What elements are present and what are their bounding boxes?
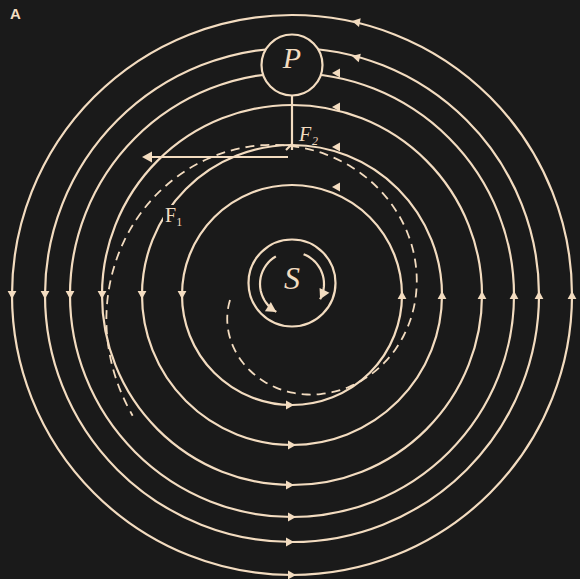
orbit-circle (102, 105, 482, 485)
arrow-head (178, 291, 187, 299)
arrow-head (535, 291, 544, 299)
force-label: F₁ (163, 205, 185, 225)
panel-letter: A (8, 6, 23, 21)
arrow-head (98, 291, 107, 299)
arrow-head (478, 291, 487, 299)
arrow-head (288, 571, 296, 579)
arrow-head (352, 18, 361, 27)
sun-circle: S (247, 238, 337, 328)
arrow-head (332, 103, 340, 112)
arrow-head (8, 291, 17, 299)
rotation-arc (260, 256, 276, 312)
arrow-head (352, 54, 361, 63)
arrow-head (332, 183, 340, 192)
arrow-head (568, 291, 577, 299)
node-label: S (284, 260, 300, 297)
orbit-circle (45, 48, 539, 542)
arrow-head (398, 291, 407, 299)
rotation-arrows (260, 254, 329, 312)
orbit-circle (70, 73, 514, 517)
arrow-head (265, 302, 276, 312)
arrow-head (142, 152, 152, 163)
arrow-head (138, 291, 147, 299)
node-label: P (283, 41, 301, 75)
orbit-rings (8, 15, 577, 579)
arrow-head (510, 291, 519, 299)
orbit-circle (12, 15, 572, 575)
arrow-head (286, 538, 294, 547)
force-vectors (142, 84, 292, 163)
arrow-head (41, 291, 50, 299)
arrow-head (286, 401, 294, 410)
arrow-head (438, 291, 447, 299)
arrow-head (320, 288, 330, 299)
orbit-circle (142, 145, 442, 445)
orbit-circle (182, 185, 402, 405)
spiral-path (106, 145, 416, 416)
arrow-head (286, 481, 294, 490)
arrow-head (288, 513, 296, 522)
arrow-head (66, 291, 75, 299)
arrow-head (288, 441, 296, 450)
planet-circle: P (260, 33, 324, 97)
force-label: F₂ (297, 124, 320, 144)
arrow-head (332, 143, 340, 152)
arrow-head (332, 69, 340, 78)
